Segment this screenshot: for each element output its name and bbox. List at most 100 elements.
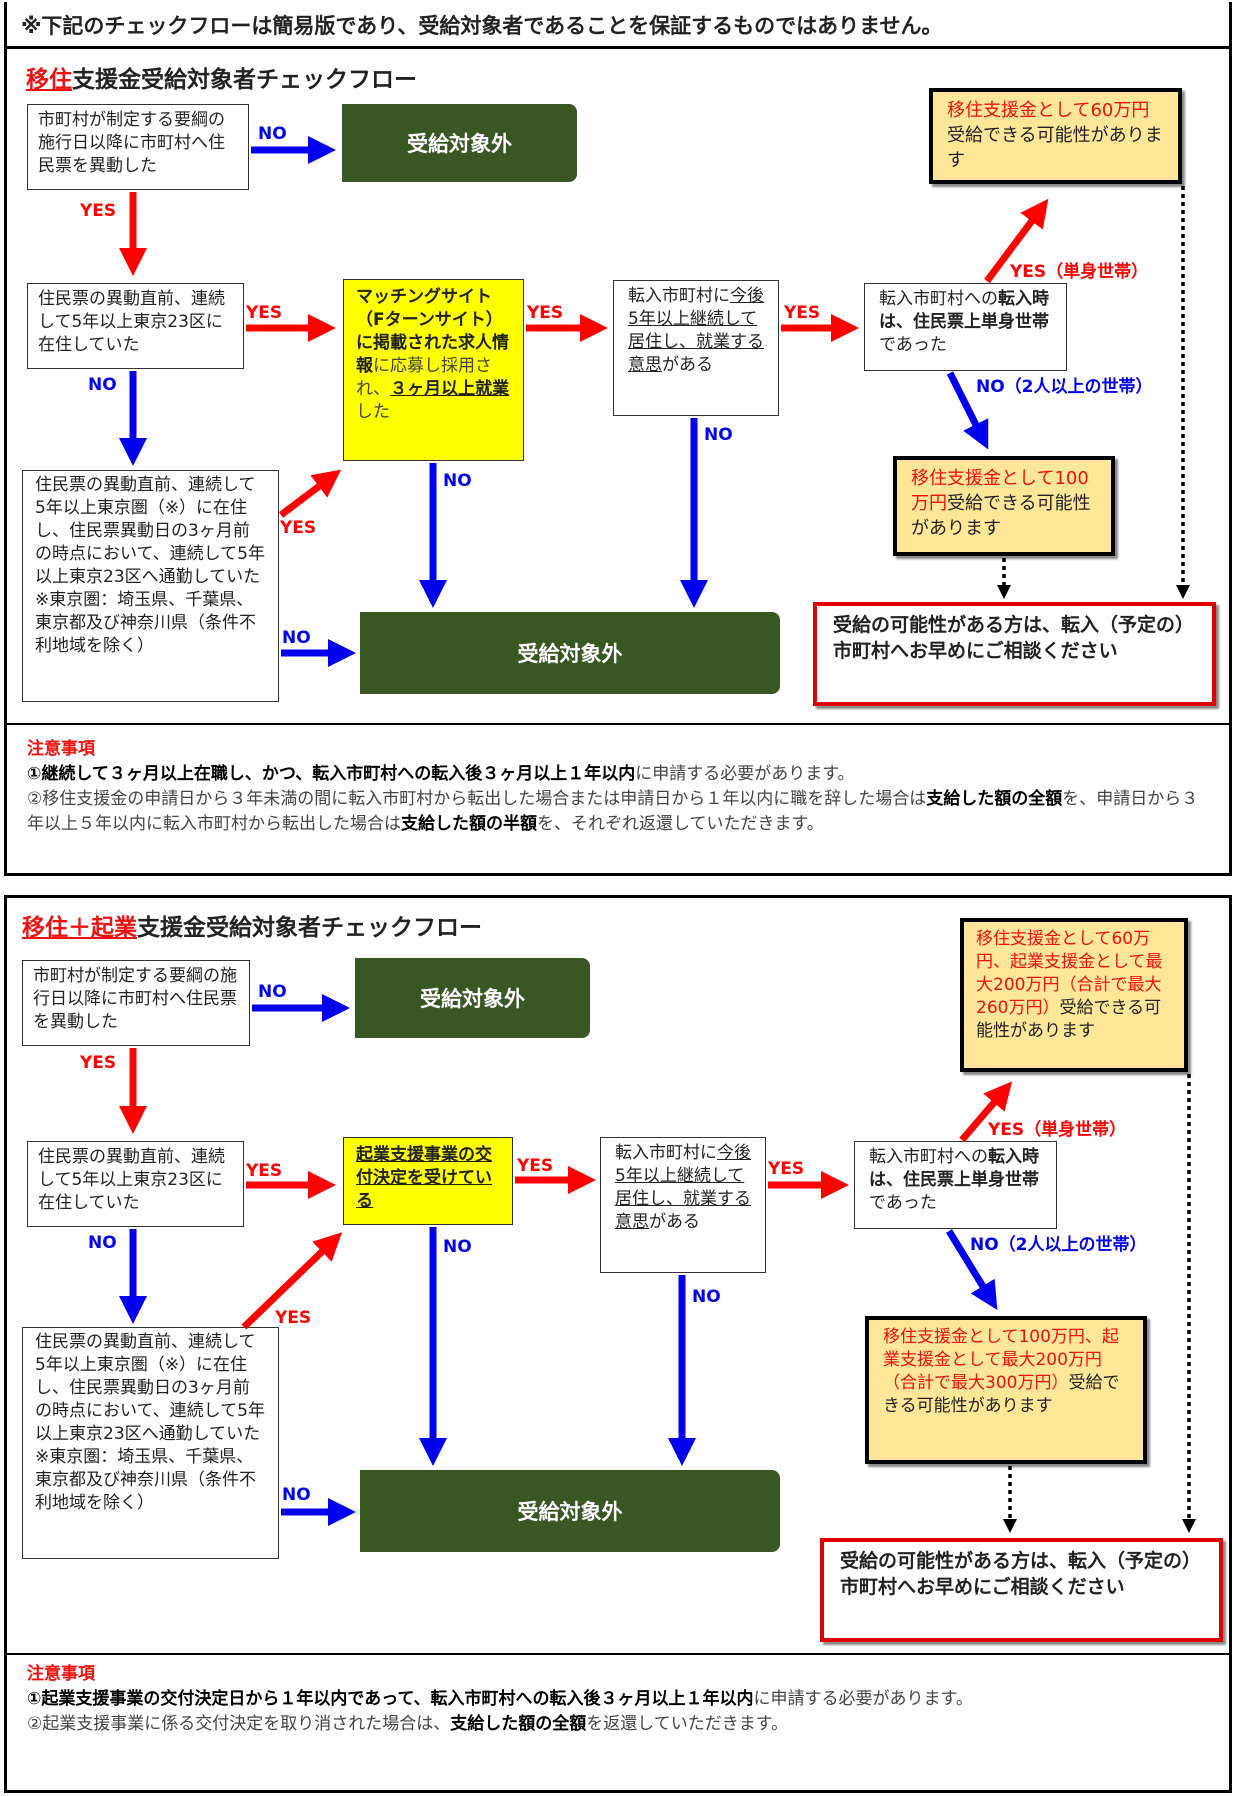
flow1-commute-box: 住民票の異動直前、連続して5年以上東京圏（※）に在住し、住民票異動日の3ヶ月前の… <box>22 470 279 702</box>
flow1-matching-end: した <box>356 402 390 422</box>
flow1-out-bottom: 受給対象外 <box>360 612 780 694</box>
flow1-title-highlight: 移住 <box>26 67 72 93</box>
flow1-note2-k2: 支給した額の半額 <box>401 814 537 834</box>
flow2-23ku-text: 住民票の異動直前、連続して5年以上東京23区に在住していた <box>38 1147 225 1213</box>
flow2-notes-heading: 注意事項 <box>27 1664 95 1684</box>
flow2-out-top: 受給対象外 <box>355 958 590 1038</box>
flow1-section <box>4 46 1232 876</box>
flow1-start-box: 市町村が制定する要綱の施行日以降に市町村へ住民票を異動した <box>27 104 249 190</box>
flow1-label-commute-no: NO <box>282 628 311 648</box>
flow2-intent-underline: 今後5年以上継続して居住し、就業する意思 <box>615 1143 751 1232</box>
flow1-label-single-no: NO（2人以上の世帯） <box>976 376 1153 397</box>
flow2-intent-end: がある <box>649 1212 700 1232</box>
flow1-label-matching-yes: YES <box>526 303 563 323</box>
flow2-label-single-yes: YES（単身世帯） <box>987 1119 1126 1140</box>
flow1-note2-b: を、申請日から３年以上５年以内に転入市町村から転出した場合は <box>27 789 1199 834</box>
flow1-note2-c: を、それぞれ返還していただきます。 <box>537 814 824 834</box>
flow2-commute-note: ※東京圏：埼玉県、千葉県、東京都及び神奈川県（条件不利地域を除く） <box>35 1447 256 1513</box>
flow2-label-start-yes: YES <box>79 1053 116 1073</box>
flow1-matching-box: マッチングサイト（Fターンサイト）に掲載された求人情報に応募し採用され、３ヶ月以… <box>343 279 524 461</box>
flow2-consult-box: 受給の可能性がある方は、転入（予定の）市町村へお早めにご相談ください <box>820 1538 1223 1642</box>
flow1-result-multi-rest: 受給できる可能性があります <box>911 493 1091 539</box>
flow2-arrow-commute-yes <box>241 1232 343 1330</box>
flow2-label-single-no: NO（2人以上の世帯） <box>970 1234 1147 1255</box>
flow1-intent-box: 転入市町村に今後5年以上継続して居住し、就業する意思がある <box>613 280 779 416</box>
flow1-title-rest: 支援金受給対象者チェックフロー <box>72 67 417 93</box>
flow1-intent-underline: 今後5年以上継続して居住し、就業する意思 <box>628 286 764 375</box>
flow1-label-intent-yes: YES <box>783 303 820 323</box>
flow1-result-single-rest: 受給できる可能性があります <box>947 125 1163 171</box>
flow2-intent-box: 転入市町村に今後5年以上継続して居住し、就業する意思がある <box>600 1137 766 1273</box>
flow2-startup-text: 起業支援事業の交付決定を受けている <box>356 1145 492 1211</box>
flow2-note2-k1: 支給した額の全額 <box>450 1714 587 1734</box>
flow2-title: 移住＋起業支援金受給対象者チェックフロー <box>22 908 482 942</box>
flow1-matching-bold: マッチングサイト（Fターンサイト）に掲載された求人情報 <box>356 287 509 376</box>
flow1-title: 移住支援金受給対象者チェックフロー <box>26 60 417 94</box>
flow1-commute-text: 住民票の異動直前、連続して5年以上東京圏（※）に在住し、住民票異動日の3ヶ月前の… <box>35 475 265 587</box>
flow1-notes: 注意事項 ①継続して３ヶ月以上在職し、かつ、転入市町村への転入後３ヶ月以上１年以… <box>27 737 1207 837</box>
flow2-result-single-rest: 受給できる可能性があります <box>976 998 1162 1041</box>
flow2-note2-b: を返還していただきます。 <box>586 1714 789 1734</box>
flow1-matching-underline: ３ヶ月以上就業 <box>390 379 510 399</box>
flow2-intent-pre: 転入市町村に <box>615 1143 717 1163</box>
flow1-single-pre: 転入市町村への <box>879 289 998 309</box>
flow2-section <box>4 895 1232 1793</box>
flow1-label-matching-no: NO <box>443 471 472 491</box>
flow2-start-box: 市町村が制定する要綱の施行日以降に市町村へ住民票を異動した <box>22 960 250 1046</box>
flow1-single-bold: 転入時は、住民票上単身世帯 <box>879 289 1049 332</box>
disclaimer-note: ※下記のチェックフローは簡易版であり、受給対象者であることを保証するものではあり… <box>4 2 1232 46</box>
flow1-note1-rest: に申請する必要があります。 <box>635 764 855 784</box>
flow1-note2-k1: 支給した額の全額 <box>926 789 1063 809</box>
flow2-divider <box>6 1653 1230 1655</box>
flow1-label-start-no: NO <box>258 124 287 144</box>
flow1-note-1: ①継続して３ヶ月以上在職し、かつ、転入市町村への転入後３ヶ月以上１年以内に申請す… <box>27 762 1207 787</box>
flow2-label-23ku-no: NO <box>88 1233 117 1253</box>
flow1-single-end: であった <box>879 335 947 355</box>
flow1-commute-note: ※東京圏：埼玉県、千葉県、東京都及び神奈川県（条件不利地域を除く） <box>35 590 256 656</box>
flow2-commute-box: 住民票の異動直前、連続して5年以上東京圏（※）に在住し、住民票異動日の3ヶ月前の… <box>22 1327 279 1559</box>
flow1-label-single-yes: YES（単身世帯） <box>1009 261 1148 282</box>
flow2-notes: 注意事項 ①起業支援事業の交付決定日から１年以内であって、転入市町村への転入後３… <box>27 1662 1207 1737</box>
flow2-single-pre: 転入市町村への <box>869 1147 988 1167</box>
flow1-divider <box>6 723 1230 725</box>
flow2-label-commute-no: NO <box>282 1485 311 1505</box>
flow2-note-2: ②起業支援事業に係る交付決定を取り消された場合は、支給した額の全額を返還していた… <box>27 1712 1207 1737</box>
flow2-23ku-box: 住民票の異動直前、連続して5年以上東京23区に在住していた <box>27 1141 244 1227</box>
flow1-out-top: 受給対象外 <box>342 104 577 182</box>
flow2-note-1: ①起業支援事業の交付決定日から１年以内であって、転入市町村への転入後３ヶ月以上１… <box>27 1687 1207 1712</box>
flow2-title-rest: 支援金受給対象者チェックフロー <box>137 915 482 941</box>
flow1-arrow-commute-yes <box>278 469 342 518</box>
flow1-label-start-yes: YES <box>79 201 116 221</box>
flow2-label-intent-yes: YES <box>767 1159 804 1179</box>
flow2-single-end: であった <box>869 1193 937 1213</box>
flow1-note2-a: ②移住支援金の申請日から３年未満の間に転入市町村から転出した場合または申請日から… <box>27 789 927 809</box>
flow2-label-intent-no: NO <box>692 1287 721 1307</box>
flow1-consult-box: 受給の可能性がある方は、転入（予定の）市町村へお早めにご相談ください <box>813 602 1216 706</box>
flow2-result-single-red: 移住支援金として60万円、起業支援金として最大200万円（合計で最大260万円） <box>976 929 1163 1018</box>
flow1-result-single-red: 移住支援金として60万円 <box>947 100 1150 121</box>
flow1-label-23ku-no: NO <box>88 375 117 395</box>
flow2-label-startup-yes: YES <box>516 1156 553 1176</box>
flow2-note1-rest: に申請する必要があります。 <box>753 1689 973 1709</box>
flow1-note1-bold: ①継続して３ヶ月以上在職し、かつ、転入市町村への転入後３ヶ月以上１年以内 <box>27 764 636 784</box>
flow2-note1-bold: ①起業支援事業の交付決定日から１年以内であって、転入市町村への転入後３ヶ月以上１… <box>27 1689 754 1709</box>
flow2-label-commute-yes: YES <box>274 1308 311 1328</box>
flow1-start-text: 市町村が制定する要綱の施行日以降に市町村へ住民票を異動した <box>38 110 225 176</box>
flow2-result-multi-red: 移住支援金として100万円、起業支援金として最大200万円（合計で最大300万円… <box>883 1327 1119 1393</box>
flow1-label-commute-yes: YES <box>279 518 316 538</box>
flow2-result-multi: 移住支援金として100万円、起業支援金として最大200万円（合計で最大300万円… <box>865 1316 1147 1464</box>
flow1-notes-heading: 注意事項 <box>27 739 95 759</box>
flow2-title-highlight: 移住＋起業 <box>22 915 137 941</box>
flow2-note2-a: ②起業支援事業に係る交付決定を取り消された場合は、 <box>27 1714 451 1734</box>
flow2-label-23ku-yes: YES <box>245 1161 282 1181</box>
flow2-startup-box: 起業支援事業の交付決定を受けている <box>343 1137 513 1225</box>
flow2-label-startup-no: NO <box>443 1237 472 1257</box>
flow1-matching-mid: に応募し採用され、 <box>356 356 492 399</box>
flow2-arrow-single-no <box>946 1229 998 1310</box>
flow2-single-box: 転入市町村への転入時は、住民票上単身世帯であった <box>854 1141 1057 1229</box>
flow1-single-box: 転入市町村への転入時は、住民票上単身世帯であった <box>864 283 1067 371</box>
flow1-arrow-single-no <box>946 371 989 450</box>
flow2-single-bold: 転入時は、住民票上単身世帯 <box>869 1147 1039 1190</box>
flow2-result-multi-rest: 受給できる可能性があります <box>883 1373 1120 1416</box>
